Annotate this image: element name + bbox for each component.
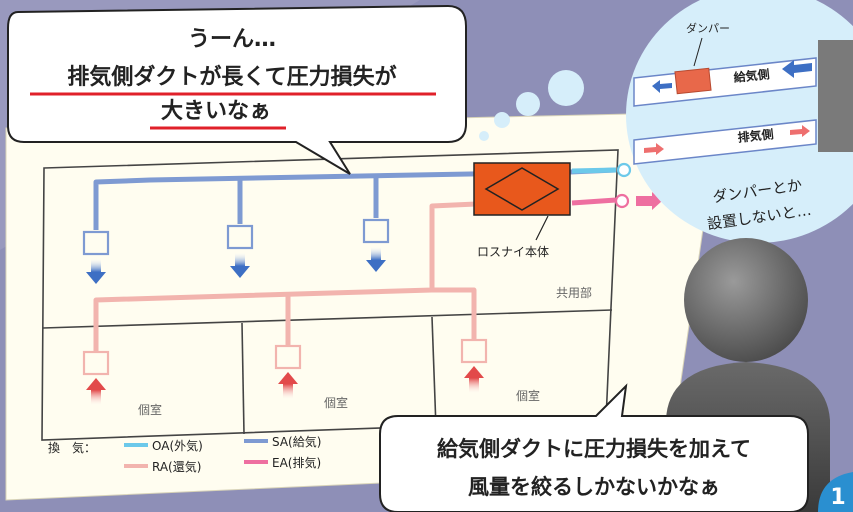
down-arrow-icon bbox=[86, 258, 106, 284]
common-area-label: 共用部 bbox=[556, 285, 592, 300]
damper-icon bbox=[674, 67, 712, 95]
down-arrow-icon bbox=[230, 252, 250, 278]
legend: 換 気： OA(外気) SA(給気) RA(還気) EA(排気) bbox=[48, 434, 321, 474]
up-arrow-icon bbox=[86, 378, 106, 406]
ra-inlet bbox=[460, 338, 488, 364]
exhaust-duct-closeup bbox=[633, 119, 817, 165]
ra-inlet bbox=[82, 350, 110, 376]
right-arrow-icon bbox=[644, 143, 664, 155]
page-number: 1 bbox=[830, 485, 845, 510]
bubble-bottom-line1: 給気側ダクトに圧力損失を加えて bbox=[437, 437, 751, 461]
ra-inlet bbox=[274, 344, 302, 370]
ra-duct bbox=[93, 201, 477, 352]
page-number-badge: 1 bbox=[818, 472, 853, 512]
supply-arrows bbox=[86, 246, 386, 284]
supply-duct-closeup bbox=[633, 57, 817, 107]
ra-inlets bbox=[82, 338, 488, 376]
bubble-bottom-line2: 風量を絞るしかないかなぁ bbox=[468, 475, 720, 499]
room-label: 個室 bbox=[324, 395, 348, 410]
left-arrow-icon bbox=[652, 80, 672, 93]
unit-label: ロスナイ本体 bbox=[477, 245, 549, 259]
down-arrow-icon bbox=[366, 246, 386, 272]
right-arrow-icon bbox=[790, 125, 810, 137]
damper-leader-line bbox=[693, 37, 703, 67]
bubble-top-line2: 排気側ダクトが長くて圧力損失が bbox=[67, 64, 396, 90]
unit-leader-line bbox=[535, 215, 549, 241]
up-arrow-icon bbox=[278, 372, 298, 400]
exhaust-side-label: 排気側 bbox=[737, 126, 774, 145]
speech-bubble-top: うーん… 排気側ダクトが長くて圧力損失が 大きいなぁ bbox=[7, 4, 467, 175]
wall-hoods bbox=[614, 162, 632, 209]
room-label: 個室 bbox=[516, 388, 540, 403]
legend-label-ra: RA(還気) bbox=[152, 459, 201, 474]
thought-bubble: ダンパー 給気側 排気側 ダンパーとか 設置しないと… bbox=[479, 0, 853, 243]
legend-label-sa: SA(給気) bbox=[272, 434, 321, 449]
up-arrow-icon bbox=[464, 366, 484, 394]
supply-side-label: 給気側 bbox=[733, 66, 770, 85]
left-arrow-icon bbox=[782, 60, 812, 78]
sa-outlet bbox=[82, 230, 110, 256]
bubble-top-line3: 大きいなぁ bbox=[161, 99, 271, 124]
legend-label-oa: OA(外気) bbox=[152, 438, 203, 453]
room-label: 個室 bbox=[138, 402, 162, 417]
wall bbox=[818, 40, 853, 152]
return-arrows bbox=[86, 366, 484, 406]
oa-duct bbox=[571, 167, 617, 174]
ea-duct bbox=[571, 197, 617, 206]
sa-outlet bbox=[226, 224, 254, 250]
exhaust-arrow-icon bbox=[636, 192, 662, 210]
bubble-top-line1: うーん… bbox=[188, 27, 276, 52]
sa-outlets bbox=[82, 218, 390, 256]
damper-label: ダンパー bbox=[686, 21, 730, 35]
sa-outlet bbox=[362, 218, 390, 244]
legend-label-ea: EA(排気) bbox=[272, 455, 321, 470]
lossnay-unit bbox=[473, 162, 571, 216]
legend-title: 換 気： bbox=[48, 440, 96, 455]
